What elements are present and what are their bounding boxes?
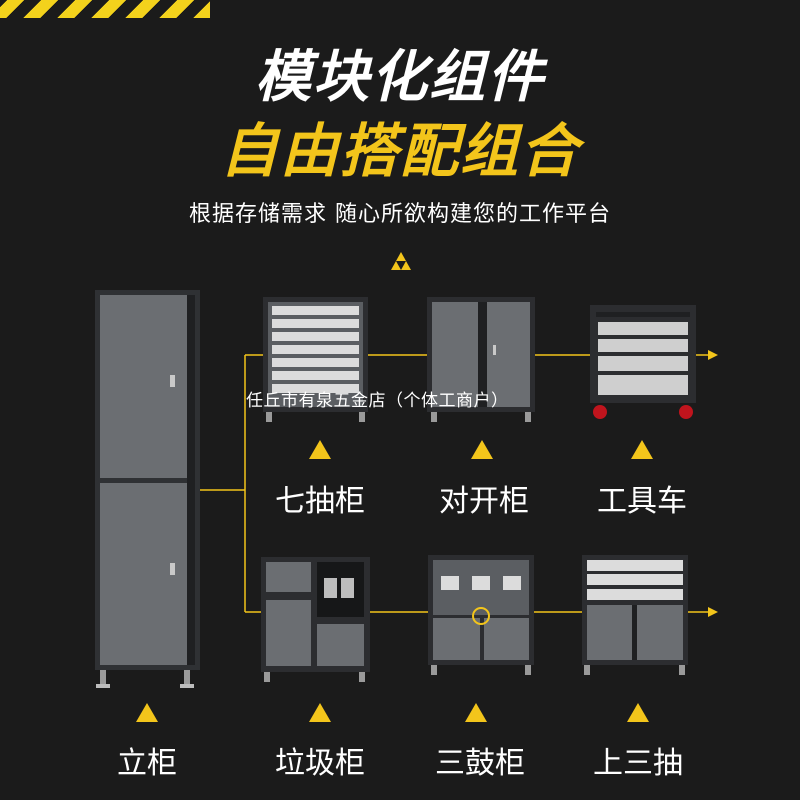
label-tall-cabinet: 立柜 <box>117 746 177 781</box>
triangle-icon <box>309 703 331 722</box>
label-double-door: 对开柜 <box>439 484 529 519</box>
subtitle: 根据存储需求 随心所欲构建您的工作平台 <box>189 202 611 227</box>
hazard-stripe <box>0 0 210 18</box>
seven-drawer-cabinet-image <box>263 297 368 422</box>
tool-cart-image <box>590 305 696 419</box>
triangle-icon <box>136 703 158 722</box>
label-trash-cabinet: 垃圾柜 <box>275 746 365 781</box>
double-door-cabinet-image <box>427 297 535 422</box>
label-top-three-drawer: 上三抽 <box>593 746 683 781</box>
title-modular-components: 模块化组件 <box>255 45 545 110</box>
label-tool-cart: 工具车 <box>597 484 687 519</box>
triangle-icon <box>627 703 649 722</box>
triforce-icon <box>391 252 411 270</box>
store-watermark: 任丘市有泉五金店（个体工商户） <box>246 391 509 411</box>
tall-cabinet-image <box>95 290 200 688</box>
label-three-drum: 三鼓柜 <box>435 746 525 781</box>
arrow-right-icon <box>708 607 718 617</box>
triangle-icon <box>465 703 487 722</box>
title-free-combination: 自由搭配组合 <box>219 117 580 185</box>
trash-cabinet-image <box>261 557 370 682</box>
triangle-icon <box>471 440 493 459</box>
arrow-right-icon <box>708 350 718 360</box>
triangle-icon <box>631 440 653 459</box>
three-drum-cabinet-image <box>428 555 534 675</box>
label-seven-drawer: 七抽柜 <box>275 484 365 519</box>
triangle-icon <box>309 440 331 459</box>
top-three-drawer-cabinet-image <box>582 555 688 675</box>
